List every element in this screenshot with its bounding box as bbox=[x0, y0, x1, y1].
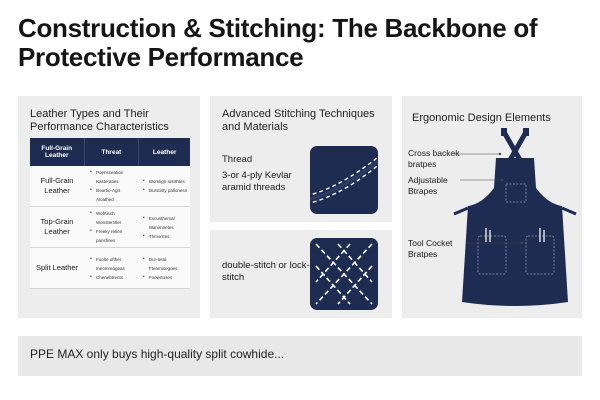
ergonomic-panel: Ergonomic Design Elements Cross backek b… bbox=[402, 96, 582, 318]
table-row: Split Leather Fuolte ofther Ineomreageas… bbox=[30, 247, 190, 289]
stitching-heading: Advanced Stitching Techniques and Materi… bbox=[222, 108, 375, 133]
list-item: Thmorrtes bbox=[143, 232, 188, 241]
summary-text: PPE MAX only buys high-quality split cow… bbox=[30, 347, 285, 361]
leather-types-heading: Leather Types and Their Performance Char… bbox=[30, 108, 169, 133]
list-item: Womlign Iostrhtes bbox=[143, 177, 188, 186]
cross-stitch-icon bbox=[315, 243, 373, 305]
list-item: Excusthersal Wanimnetes bbox=[143, 214, 188, 232]
list-item: Freeky retien pansfines bbox=[90, 227, 137, 245]
stitch-type-description: double-stitch or lock-stitch bbox=[222, 260, 310, 283]
list-item: Dourtio-Agrt Aloathed bbox=[90, 186, 137, 204]
list-item: Foowrtoses bbox=[143, 273, 188, 282]
callout-cross-back: Cross backek bratpes bbox=[408, 148, 460, 169]
table-header: Threat bbox=[84, 138, 140, 166]
table-header: Full-Grain Leather bbox=[30, 138, 85, 166]
page-title: Construction & Stitching: The Backbone o… bbox=[18, 13, 538, 72]
list-item: Fuolte ofther Ineomreageas bbox=[90, 255, 137, 273]
callout-adjustable: Adjustable Btrapes bbox=[408, 175, 448, 196]
stitch-type-panel: double-stitch or lock-stitch bbox=[210, 230, 392, 318]
row-label: Full-Grain Leather bbox=[30, 166, 84, 207]
leather-types-panel: Leather Types and Their Performance Char… bbox=[18, 96, 200, 318]
leather-table: Full-Grain Leather Threat Leather Full-G… bbox=[30, 138, 190, 289]
list-item: Wofrtisch Wonsterntler bbox=[90, 209, 137, 227]
list-item: Dur-Ietal Ftearnisegoes bbox=[143, 255, 188, 273]
thread-description: 3-or 4-ply Kevlar aramid threads bbox=[222, 170, 292, 193]
list-item: Chenebtrents bbox=[90, 273, 137, 282]
stitching-panel: Advanced Stitching Techniques and Materi… bbox=[210, 96, 392, 222]
stitch-line-icon bbox=[310, 156, 378, 204]
table-header-row: Full-Grain Leather Threat Leather bbox=[30, 138, 190, 166]
table-row: Top-Grain Leather Wofrtisch Wonsterntler… bbox=[30, 206, 190, 248]
summary-banner: PPE MAX only buys high-quality split cow… bbox=[18, 336, 582, 376]
apron-icon bbox=[453, 128, 577, 306]
list-item: Durstirity pallonesn bbox=[143, 186, 188, 195]
cross-stitch-image bbox=[310, 238, 378, 310]
stitched-leather-image bbox=[310, 146, 378, 214]
table-header: Leather bbox=[138, 138, 190, 166]
table-row: Full-Grain Leather Poensceation Kasterat… bbox=[30, 166, 190, 207]
row-label: Split Leather bbox=[30, 247, 84, 289]
thread-label: Thread bbox=[222, 154, 253, 165]
ergonomic-heading: Ergonomic Design Elements bbox=[412, 112, 551, 124]
row-label: Top-Grain Leather bbox=[30, 206, 84, 248]
list-item: Poensceation Kasteraties bbox=[90, 168, 137, 186]
callout-tool-pocket: Tool Cocket Bratpes bbox=[408, 238, 453, 259]
